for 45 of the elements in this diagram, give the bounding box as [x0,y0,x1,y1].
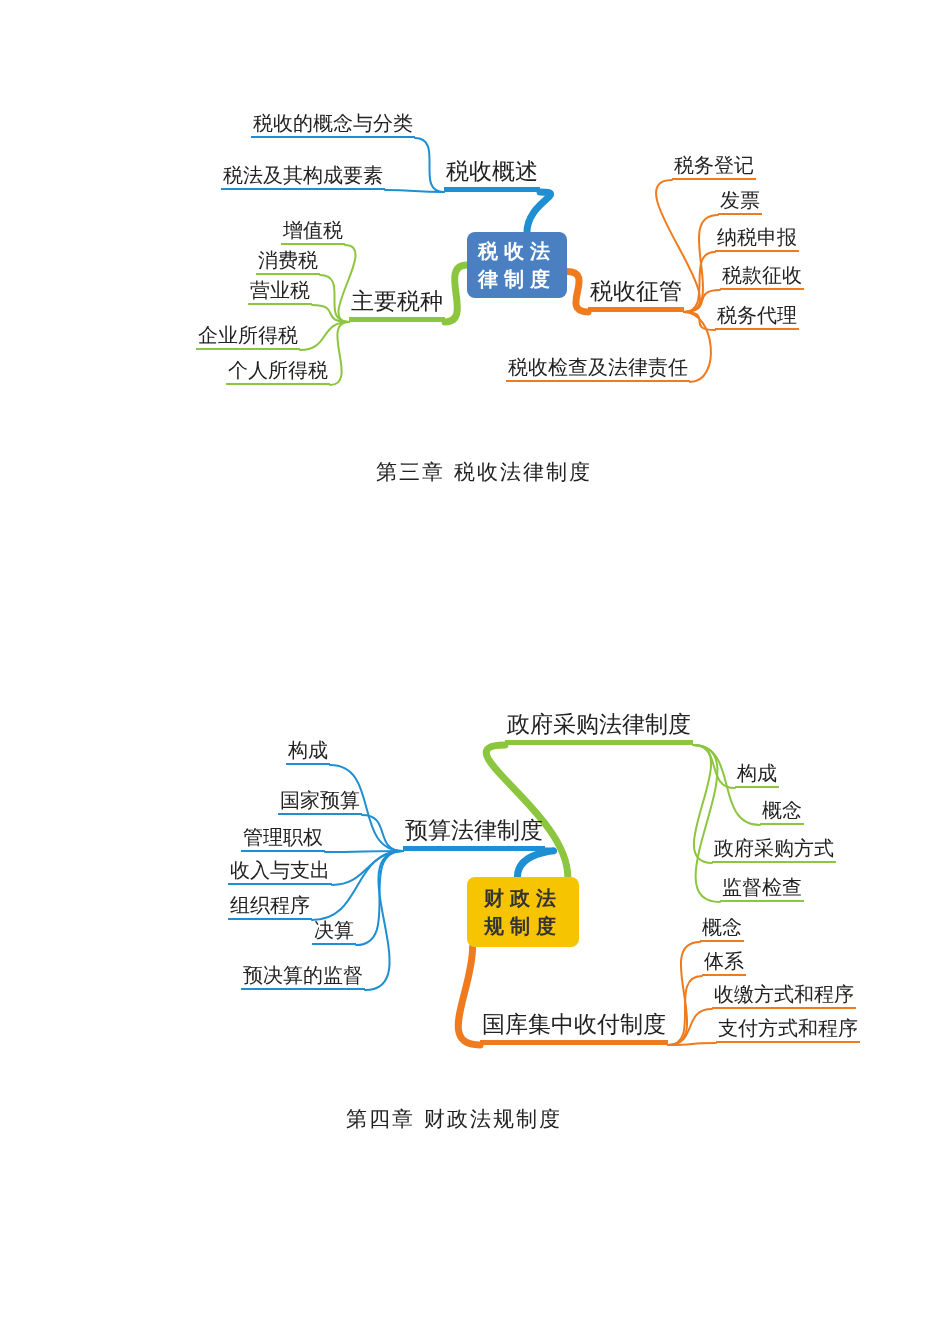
branch-topic: 政府采购法律制度 [505,711,693,745]
chapter-caption: 第三章 税收法律制度 [376,459,592,486]
subtopic: 决算 [312,918,356,945]
subtopic: 体系 [702,949,746,976]
branch-line [692,744,721,903]
branch-topic: 预算法律制度 [403,817,545,851]
branch-topic: 主要税种 [349,288,445,322]
subtopic: 收入与支出 [228,858,332,885]
branch-topic: 国库集中收付制度 [480,1011,668,1045]
branch-line [692,744,713,864]
branch-line [337,244,357,323]
subtopic: 政府采购方式 [712,836,836,863]
subtopic: 监督检查 [720,875,804,902]
central-topic-box: 税收法律制度 [467,232,567,298]
subtopic: 支付方式和程序 [716,1016,860,1043]
subtopic: 收缴方式和程序 [712,982,856,1009]
subtopic: 税法及其构成要素 [221,163,385,190]
subtopic: 税务代理 [715,303,799,330]
branch-line [364,850,404,991]
chapter-caption: 第四章 财政法规制度 [346,1106,562,1133]
subtopic: 消费税 [256,248,320,275]
subtopic: 构成 [286,738,330,765]
subtopic: 增值税 [281,218,345,245]
subtopic: 营业税 [248,278,312,305]
branch-line [454,943,484,1049]
subtopic: 概念 [760,798,804,825]
subtopic: 个人所得税 [226,358,330,385]
branch-topic: 税收征管 [588,278,684,312]
subtopic: 预决算的监督 [241,963,365,990]
branch-line [683,311,712,383]
central-topic-box: 财政法规制度 [467,877,579,947]
branch-topic: 税收概述 [444,158,540,192]
subtopic: 企业所得税 [196,323,300,350]
subtopic: 纳税申报 [715,225,799,252]
subtopic: 构成 [735,761,779,788]
subtopic: 税收的概念与分类 [251,111,415,138]
subtopic: 概念 [700,915,744,942]
subtopic: 税收检查及法律责任 [506,355,690,382]
subtopic: 管理职权 [241,825,325,852]
branch-line [384,189,445,193]
subtopic: 组织程序 [228,893,312,920]
subtopic: 国家预算 [278,788,362,815]
subtopic: 税款征收 [720,263,804,290]
subtopic: 发票 [718,188,762,215]
subtopic: 税务登记 [672,153,756,180]
